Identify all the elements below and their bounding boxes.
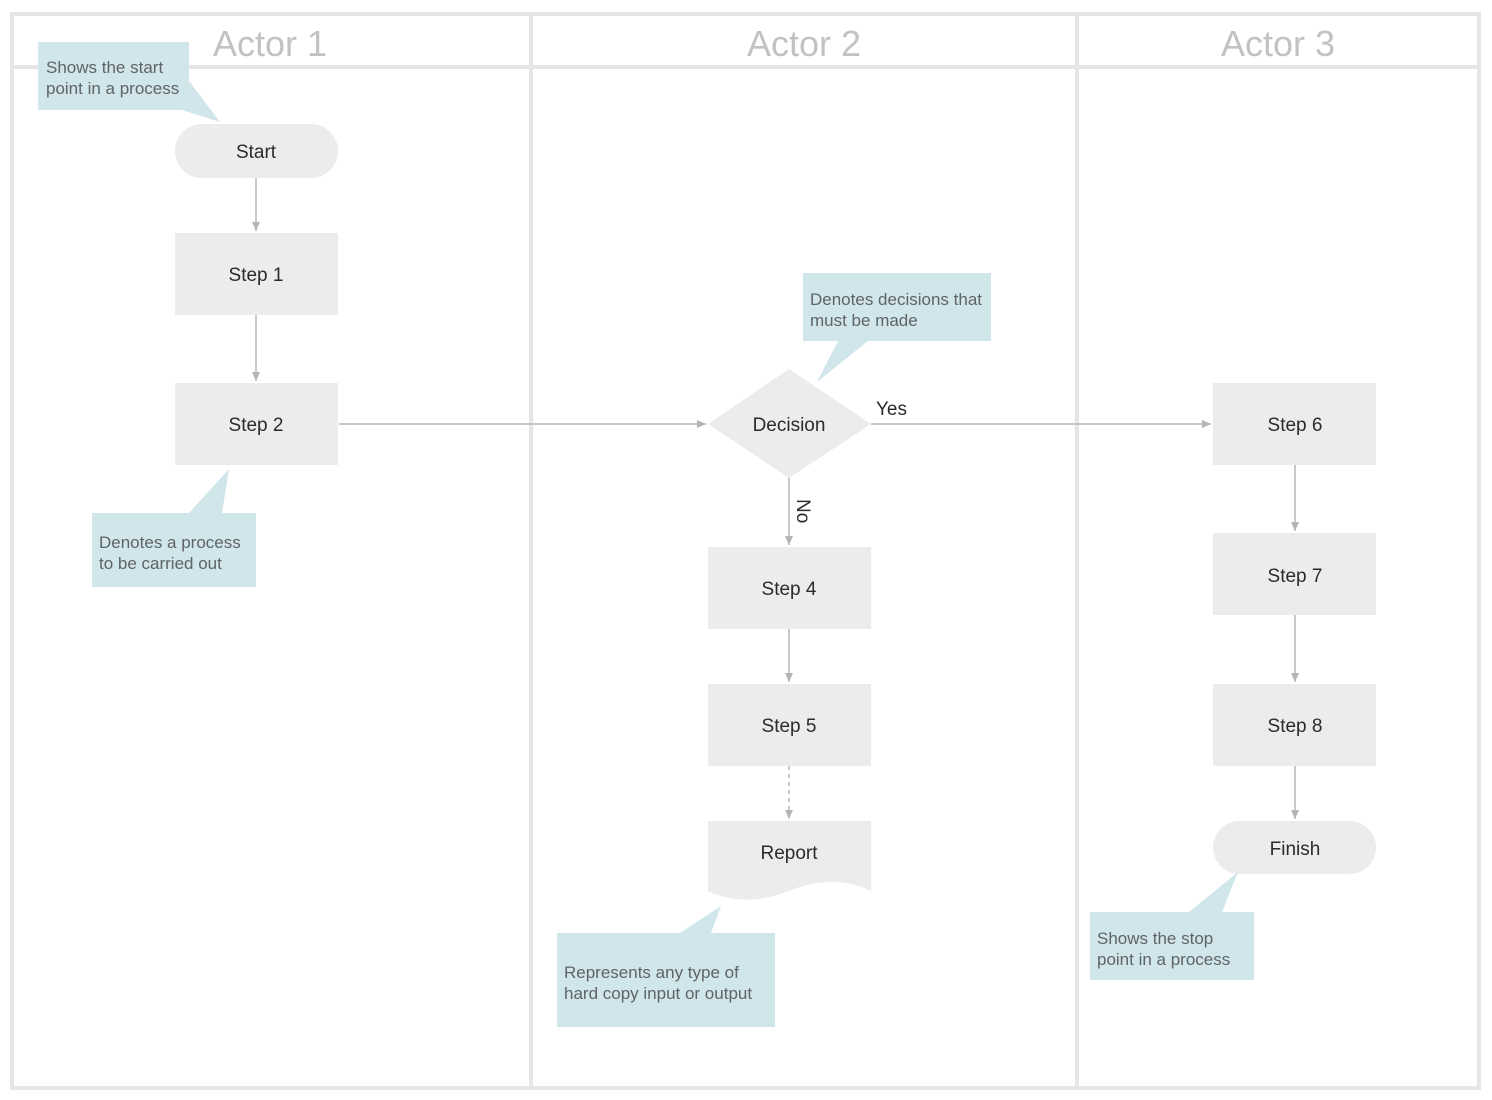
- callout-process-line-1: Denotes a process: [99, 533, 241, 552]
- edge-label-no: No: [792, 499, 813, 523]
- callout-decision-line-2: must be made: [810, 311, 918, 330]
- report-document: Report: [708, 821, 871, 900]
- process-step-7: Step 7: [1213, 533, 1376, 615]
- callout-process: Denotes a process to be carried out: [92, 469, 256, 587]
- callout-start-line-2: point in a process: [46, 79, 179, 98]
- callout-start-line-1: Shows the start: [46, 58, 163, 77]
- edge-label-yes: Yes: [876, 399, 907, 420]
- process-step-6: Step 6: [1213, 383, 1376, 465]
- step-7-label: Step 7: [1268, 566, 1323, 587]
- callout-start: Shows the start point in a process: [38, 42, 220, 122]
- start-terminator: Start: [175, 124, 338, 178]
- lane-title-actor-2: Actor 2: [747, 23, 861, 64]
- callout-finish-line-2: point in a process: [1097, 950, 1230, 969]
- step-1-label: Step 1: [229, 265, 284, 286]
- lane-title-actor-1: Actor 1: [213, 23, 327, 64]
- step-2-label: Step 2: [229, 415, 284, 436]
- callout-report-line-2: hard copy input or output: [564, 984, 752, 1003]
- lane-title-actor-3: Actor 3: [1221, 23, 1335, 64]
- callout-finish: Shows the stop point in a process: [1090, 872, 1254, 980]
- step-6-label: Step 6: [1268, 415, 1323, 436]
- process-step-2: Step 2: [175, 383, 338, 465]
- step-8-label: Step 8: [1268, 716, 1323, 737]
- finish-terminator: Finish: [1213, 821, 1376, 874]
- callout-report-line-1: Represents any type of: [564, 963, 739, 982]
- swimlane-frame: [10, 12, 1481, 1090]
- start-label: Start: [236, 142, 277, 163]
- process-step-5: Step 5: [708, 684, 871, 766]
- decision-diamond: Decision: [708, 369, 871, 478]
- callout-decision-line-1: Denotes decisions that: [810, 290, 982, 309]
- step-5-label: Step 5: [762, 716, 817, 737]
- callout-report: Represents any type of hard copy input o…: [557, 906, 775, 1027]
- process-step-1: Step 1: [175, 233, 338, 315]
- callout-decision: Denotes decisions that must be made: [803, 273, 991, 382]
- decision-label: Decision: [753, 415, 826, 436]
- callout-finish-line-1: Shows the stop: [1097, 929, 1213, 948]
- report-label: Report: [760, 843, 818, 864]
- step-4-label: Step 4: [762, 579, 817, 600]
- process-step-4: Step 4: [708, 547, 871, 629]
- process-step-8: Step 8: [1213, 684, 1376, 766]
- finish-label: Finish: [1270, 839, 1321, 860]
- connectors: [252, 178, 1299, 819]
- callout-process-line-2: to be carried out: [99, 554, 222, 573]
